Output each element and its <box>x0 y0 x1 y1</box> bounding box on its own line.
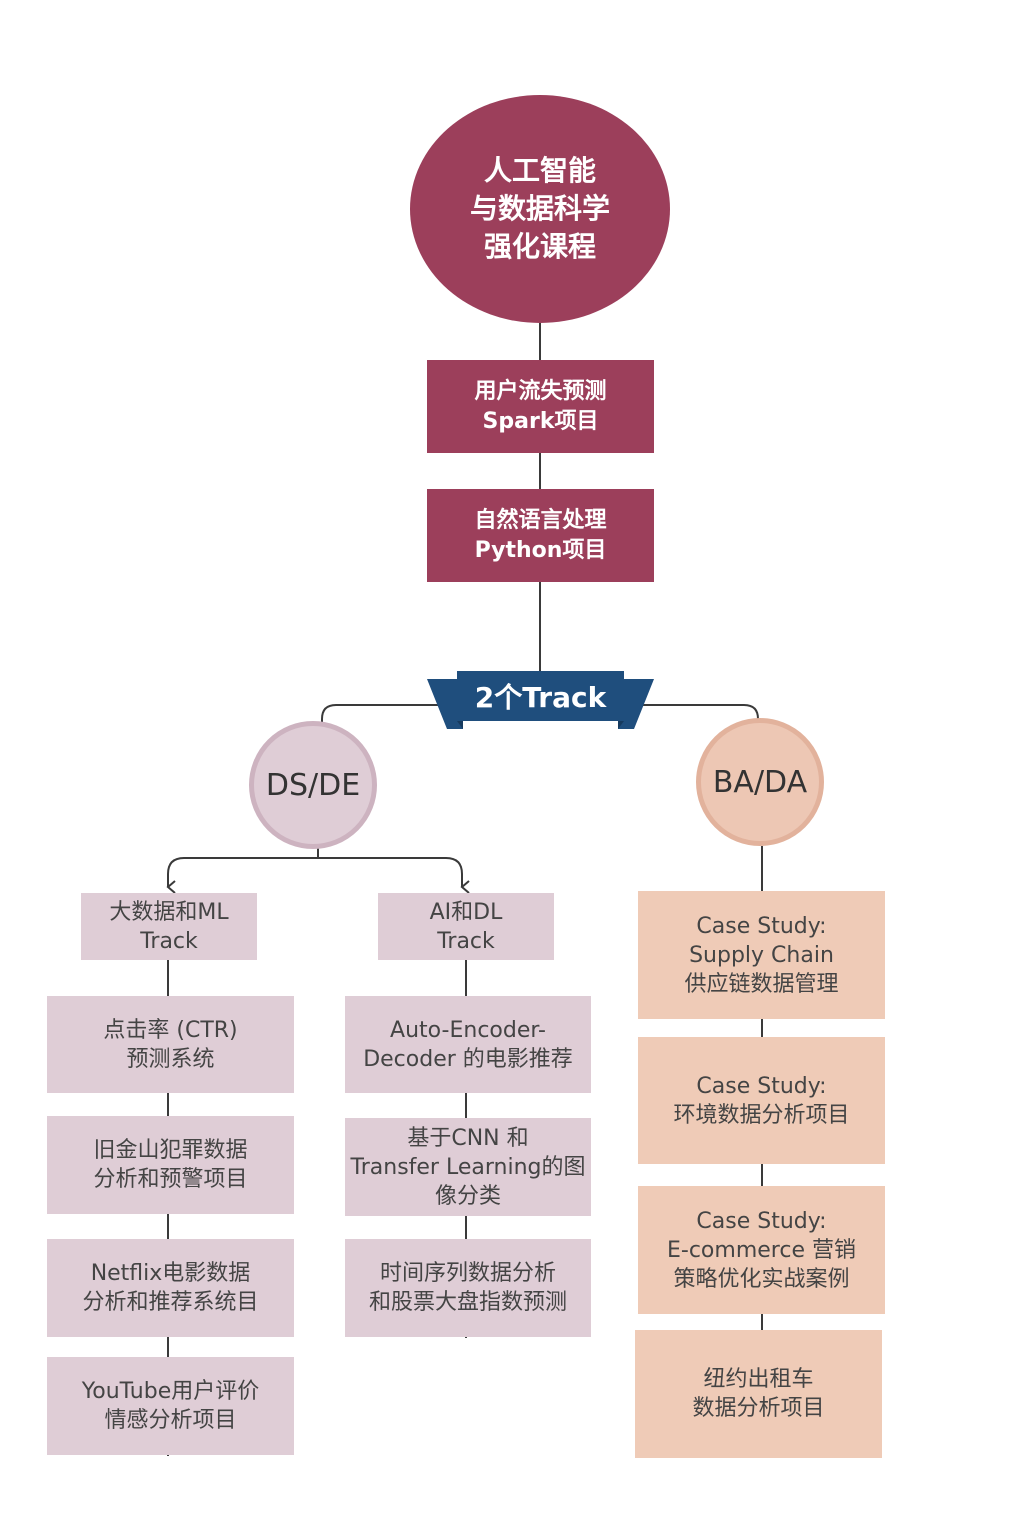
course-title-line: 人工智能 <box>483 154 596 187</box>
case-study-box: Case Study: Supply Chain 供应链数据管理 <box>638 891 885 1019</box>
case-study-line: 策略优化实战案例 <box>673 1266 850 1292</box>
track-circle-ds-de: DS/DE <box>249 721 377 849</box>
subtrack-label-line: 大数据和ML <box>109 899 229 925</box>
case-study-line: Case Study: <box>696 913 827 939</box>
subtrack-header-ai-dl: AI和DL Track <box>378 893 554 960</box>
project-line: 时间序列数据分析 <box>379 1261 556 1286</box>
project-line: 预测系统 <box>126 1046 215 1072</box>
case-study-line: Supply Chain <box>689 942 834 968</box>
case-study-box: 纽约出租车 数据分析项目 <box>635 1330 882 1458</box>
case-study-line: E-commerce 营销 <box>667 1237 856 1263</box>
connector-banner-to-ds <box>321 704 440 722</box>
course-title-line: 与数据科学 <box>469 192 610 225</box>
track-banner: 2个Track <box>427 671 654 729</box>
project-line: 旧金山犯罪数据 <box>93 1138 248 1163</box>
case-study-box: Case Study: E-commerce 营销 策略优化实战案例 <box>638 1186 885 1314</box>
core-project-box: 用户流失预测 Spark项目 <box>427 360 654 453</box>
case-study-line: 纽约出租车 <box>703 1367 814 1392</box>
project-line: 点击率 (CTR) <box>103 1017 238 1043</box>
project-box: YouTube用户评价 情感分析项目 <box>47 1357 294 1455</box>
subtrack-label-line: AI和DL <box>429 899 503 925</box>
project-line: 分析和预警项目 <box>93 1167 248 1192</box>
core-project-line: 自然语言处理 <box>474 507 607 533</box>
case-study-line: Case Study: <box>696 1208 827 1234</box>
core-project-line: Python项目 <box>474 537 607 563</box>
project-box: 点击率 (CTR) 预测系统 <box>47 996 294 1093</box>
core-project-box: 自然语言处理 Python项目 <box>427 489 654 582</box>
connector-ds-split-right <box>318 857 470 894</box>
core-project-line: 用户流失预测 <box>474 378 607 404</box>
track-banner-label: 2个Track <box>457 671 624 721</box>
subtrack-label-line: Track <box>140 928 198 954</box>
track-label: DS/DE <box>265 767 361 803</box>
project-line: Decoder 的电影推荐 <box>363 1046 573 1072</box>
project-line: Netflix电影数据 <box>90 1261 251 1286</box>
project-line: Auto-Encoder- <box>390 1017 546 1043</box>
course-title-circle: 人工智能 与数据科学 强化课程 <box>410 95 670 323</box>
case-study-line: 数据分析项目 <box>692 1396 825 1421</box>
project-line: 基于CNN 和 <box>407 1125 529 1151</box>
project-box: 时间序列数据分析 和股票大盘指数预测 <box>345 1239 591 1337</box>
case-study-line: 环境数据分析项目 <box>673 1102 850 1128</box>
banner-ribbon-shape <box>427 679 654 729</box>
track-circle-ba-da: BA/DA <box>696 718 824 846</box>
project-line: 像分类 <box>434 1183 501 1209</box>
project-box: 旧金山犯罪数据 分析和预警项目 <box>47 1116 294 1214</box>
project-box: Auto-Encoder- Decoder 的电影推荐 <box>345 996 591 1093</box>
project-line: 分析和推荐系统目 <box>82 1290 259 1315</box>
case-study-line: 供应链数据管理 <box>684 971 839 997</box>
project-line: 和股票大盘指数预测 <box>368 1290 567 1315</box>
course-title-line: 强化课程 <box>483 230 596 263</box>
subtrack-header-bigdata-ml: 大数据和ML Track <box>81 893 257 960</box>
subtrack-label-line: Track <box>437 928 495 954</box>
case-study-line: Case Study: <box>696 1073 827 1099</box>
case-study-box: Case Study: 环境数据分析项目 <box>638 1037 885 1164</box>
project-line: 情感分析项目 <box>104 1408 237 1433</box>
project-box: 基于CNN 和 Transfer Learning的图 像分类 <box>345 1118 591 1216</box>
project-box: Netflix电影数据 分析和推荐系统目 <box>47 1239 294 1337</box>
track-label: BA/DA <box>712 764 808 800</box>
connector-ds-split-left <box>166 857 318 894</box>
core-project-line: Spark项目 <box>482 408 599 434</box>
project-line: Transfer Learning的图 <box>350 1154 586 1180</box>
project-line: YouTube用户评价 <box>81 1379 260 1404</box>
connector-banner-to-ba <box>640 704 759 720</box>
